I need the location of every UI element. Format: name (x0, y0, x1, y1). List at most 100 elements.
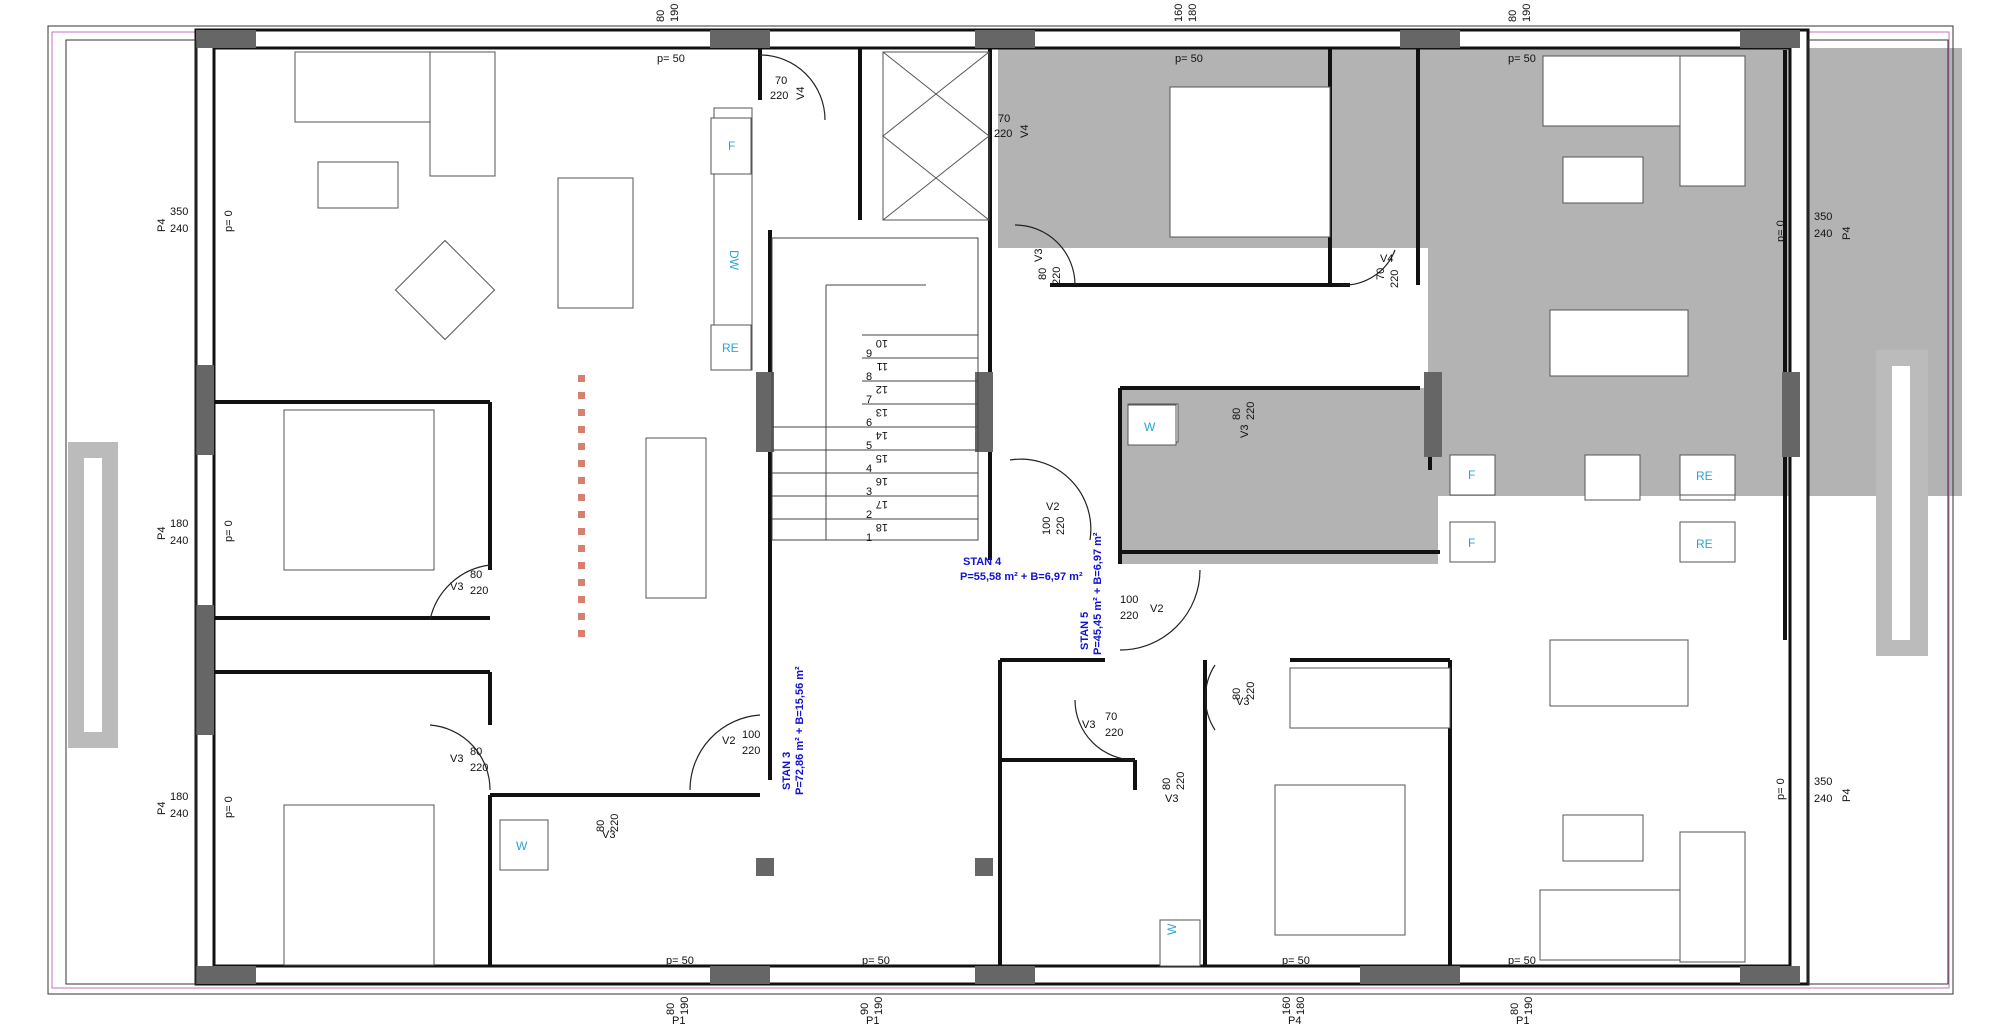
door-label-11: 100 220 V2 (722, 729, 760, 757)
columns (196, 30, 1800, 984)
svg-text:220: 220 (1175, 772, 1187, 790)
svg-text:V4: V4 (1019, 125, 1031, 138)
svg-text:8: 8 (866, 371, 872, 383)
door-label-10: 80 220 V3 (595, 814, 621, 841)
svg-text:p= 0: p= 0 (1775, 778, 1787, 800)
svg-text:p= 0: p= 0 (223, 796, 235, 818)
door-label-7: 100 220 V2 (1120, 594, 1163, 622)
svg-text:V3: V3 (450, 753, 463, 765)
range-label-stan4: RE (1696, 469, 1713, 483)
svg-text:p= 50: p= 50 (1175, 53, 1203, 65)
svg-text:190: 190 (679, 997, 691, 1015)
staircase (771, 237, 979, 541)
svg-text:240: 240 (1814, 793, 1832, 805)
svg-text:220: 220 (770, 90, 788, 102)
furniture-stan5 (1274, 639, 1746, 963)
svg-text:80: 80 (595, 820, 607, 832)
svg-text:180: 180 (170, 791, 188, 803)
svg-text:220: 220 (609, 814, 621, 832)
svg-text:80: 80 (1509, 1003, 1521, 1015)
door-label-3: 80 220 V3 (1033, 249, 1063, 285)
bottom-opening-4: p= 50 80 190 P1 (1508, 955, 1536, 1027)
svg-text:3: 3 (866, 486, 872, 498)
svg-text:V4: V4 (795, 87, 807, 100)
top-opening-3: 80 190 p= 50 (1507, 4, 1536, 65)
balconies (65, 39, 1949, 985)
svg-text:240: 240 (170, 808, 188, 820)
svg-text:V3: V3 (1165, 793, 1178, 805)
svg-text:220: 220 (1120, 610, 1138, 622)
right-window-1: p= 0 350 240 P4 (1775, 211, 1853, 242)
svg-text:P1: P1 (672, 1015, 685, 1027)
svg-text:p= 50: p= 50 (1282, 955, 1310, 967)
fixture-labels: F DW RE W F RE F RE W W (499, 117, 1736, 967)
door-label-12: 80 220 V3 (1231, 682, 1257, 708)
bottom-opening-2: p= 50 90 190 P1 (859, 955, 890, 1027)
svg-text:12: 12 (876, 383, 888, 395)
top-opening-1: 80 190 p= 50 (655, 4, 685, 65)
svg-text:V3: V3 (602, 829, 615, 841)
svg-text:V3: V3 (1033, 249, 1045, 262)
fridge-label-stan4: F (1468, 468, 1475, 482)
railing-dots (578, 375, 585, 637)
svg-text:p= 0: p= 0 (1775, 220, 1787, 242)
svg-text:V2: V2 (1046, 501, 1059, 513)
bottom-opening-1: p= 50 80 190 P1 (665, 955, 694, 1027)
svg-text:240: 240 (1814, 228, 1832, 240)
svg-text:190: 190 (669, 4, 681, 22)
svg-text:220: 220 (1055, 517, 1067, 535)
stan3-area: P=72,86 m² + B=15,56 m² (794, 666, 806, 795)
door-label-13: 70 220 V3 (1082, 711, 1123, 739)
svg-text:350: 350 (1814, 776, 1832, 788)
svg-text:p= 50: p= 50 (657, 53, 685, 65)
svg-text:160: 160 (1281, 997, 1293, 1015)
door-label-14: 80 220 V3 (1161, 772, 1187, 805)
svg-text:100: 100 (742, 729, 760, 741)
svg-text:7: 7 (866, 394, 872, 406)
door-swings (429, 54, 1396, 791)
left-window-2: P4 180 240 p= 0 (156, 518, 235, 547)
svg-text:80: 80 (1161, 778, 1173, 790)
stan5-area: P=45,45 m² + B=6,97 m² (1092, 532, 1104, 655)
svg-text:V3: V3 (1082, 719, 1095, 731)
svg-text:p= 50: p= 50 (666, 955, 694, 967)
svg-text:220: 220 (470, 585, 488, 597)
svg-text:70: 70 (1375, 268, 1387, 280)
svg-text:220: 220 (1105, 727, 1123, 739)
svg-text:P4: P4 (1841, 227, 1853, 240)
svg-text:P4: P4 (1841, 789, 1853, 802)
furniture-stan4 (1127, 55, 1746, 501)
svg-text:18: 18 (876, 521, 888, 533)
svg-text:80: 80 (1231, 688, 1243, 700)
svg-text:11: 11 (877, 360, 888, 372)
svg-text:P1: P1 (866, 1015, 879, 1027)
svg-text:13: 13 (876, 406, 888, 418)
svg-text:100: 100 (1120, 594, 1138, 606)
range-label-stan5: RE (1696, 537, 1713, 551)
svg-text:80: 80 (1231, 408, 1243, 420)
svg-text:190: 190 (1521, 4, 1533, 22)
elevator (882, 51, 990, 221)
svg-text:5: 5 (866, 440, 872, 452)
svg-text:6: 6 (866, 417, 872, 429)
svg-text:70: 70 (998, 113, 1010, 125)
washer-label-stan5: W (1165, 923, 1179, 935)
svg-text:90: 90 (859, 1003, 871, 1015)
fridge-label-stan5: F (1468, 536, 1475, 550)
svg-text:9: 9 (866, 348, 872, 360)
svg-text:220: 220 (470, 762, 488, 774)
bottom-opening-3: p= 50 160 180 P4 (1281, 955, 1310, 1027)
svg-text:80: 80 (665, 1003, 677, 1015)
svg-text:P4: P4 (156, 527, 168, 540)
door-label-4: 70 220 V4 (1375, 253, 1401, 288)
svg-text:P4: P4 (156, 802, 168, 815)
svg-text:220: 220 (994, 128, 1012, 140)
svg-text:p= 0: p= 0 (223, 520, 235, 542)
svg-text:350: 350 (170, 206, 188, 218)
svg-text:p= 50: p= 50 (1508, 53, 1536, 65)
stan4-area: P=55,58 m² + B=6,97 m² (960, 571, 1083, 583)
svg-text:180: 180 (1187, 4, 1199, 22)
washer-label-stan4: W (1144, 420, 1156, 434)
svg-text:190: 190 (1523, 997, 1535, 1015)
